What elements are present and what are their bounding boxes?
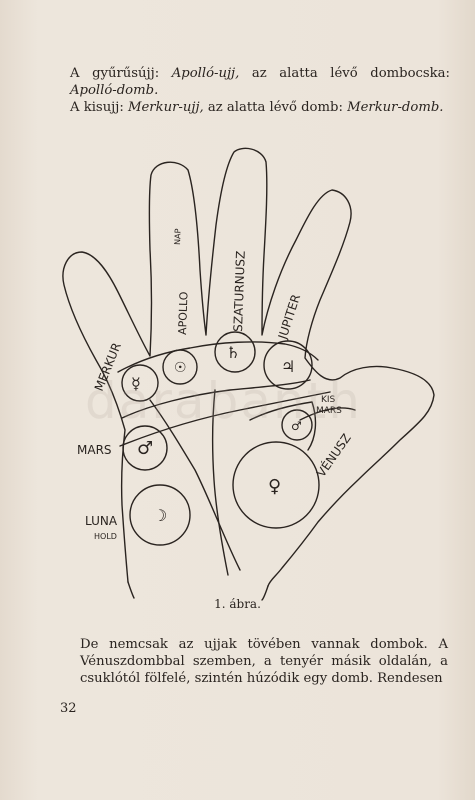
venus-mount bbox=[232, 441, 320, 529]
text-span: A gyűrűsújj: bbox=[70, 66, 172, 81]
mount-label-mars: MARS bbox=[77, 443, 112, 457]
mounts-top-line bbox=[117, 341, 319, 373]
finger-label-nap: NAP bbox=[173, 228, 183, 245]
saturn-mount bbox=[214, 331, 256, 373]
text-span: az alatta lévő dombocska: bbox=[239, 66, 450, 81]
moon-symbol: ☽ bbox=[153, 506, 167, 525]
mount-label-venusz: VÉNUSZ bbox=[313, 431, 354, 480]
finger-label-szaturnusz: SZATURNUSZ bbox=[231, 250, 248, 332]
text-span: az alatta lévő domb: bbox=[203, 100, 348, 115]
watermark: darabanth bbox=[85, 372, 362, 430]
mars-mount bbox=[122, 425, 168, 471]
figure-caption: 1. ábra. bbox=[214, 597, 261, 611]
jupiter-mount bbox=[263, 340, 313, 390]
small-mars-symbol: ♂ bbox=[291, 419, 302, 433]
head-line bbox=[121, 379, 311, 419]
paragraph-merkur: A kisujj: Merkur-ujj, az alatta lévő dom… bbox=[70, 99, 450, 116]
paragraph-apollo: A gyűrűsújj: Apolló-ujj, az alatta lévő … bbox=[70, 65, 450, 99]
italic-term: Merkur-domb. bbox=[347, 100, 444, 115]
sun-symbol: ☉ bbox=[174, 360, 187, 376]
venus-symbol: ♀ bbox=[268, 476, 281, 497]
mercury-symbol: ☿ bbox=[131, 374, 141, 393]
jupiter-symbol: ♃ bbox=[281, 357, 295, 376]
mercury-mount bbox=[121, 364, 159, 402]
hand-outline bbox=[62, 147, 435, 587]
page-number: 32 bbox=[60, 701, 77, 716]
italic-term: Apolló-ujj, bbox=[171, 66, 240, 81]
finger-label-apollo: APOLLO bbox=[176, 291, 191, 335]
mars-symbol: ♂ bbox=[137, 438, 153, 459]
saturn-symbol: ♄ bbox=[226, 343, 240, 362]
mount-label-kis-mars: MARS bbox=[316, 406, 342, 416]
finger-label-jupiter: JUPITER bbox=[275, 293, 303, 342]
mount-label-kis: KIS bbox=[321, 395, 336, 405]
italic-term: Merkur-ujj, bbox=[128, 100, 204, 115]
sun-mount bbox=[162, 349, 198, 385]
heart-line bbox=[119, 391, 331, 447]
text-span: A kisujj: bbox=[70, 100, 128, 115]
fate-line bbox=[211, 389, 229, 576]
mount-label-hold: HOLD bbox=[94, 532, 117, 541]
mount-label-luna: LUNA bbox=[85, 514, 118, 528]
luna-mount bbox=[129, 484, 191, 546]
paragraph-body: De nemcsak az ujjak tövében vannak dombo… bbox=[80, 637, 448, 686]
italic-term: Apolló-domb. bbox=[70, 83, 159, 98]
life-line bbox=[149, 399, 241, 571]
small-mars-mount bbox=[281, 409, 313, 441]
